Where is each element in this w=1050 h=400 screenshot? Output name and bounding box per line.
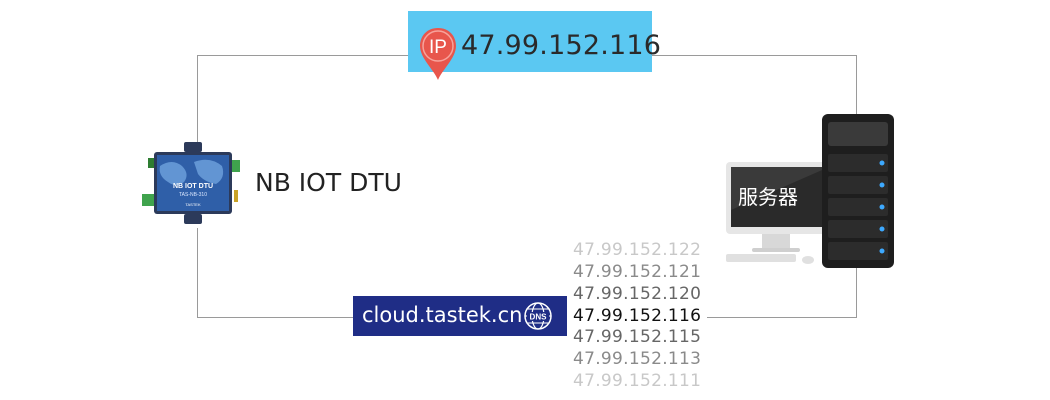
location-pin-icon: IP bbox=[420, 28, 456, 80]
bottom-connector-left bbox=[197, 317, 354, 318]
dtu-model-text: TAS-NB-310 bbox=[179, 192, 207, 198]
dns-globe-icon: DNS bbox=[524, 302, 552, 330]
ip-pin-label: IP bbox=[429, 37, 447, 58]
ip-list-item: 47.99.152.115 bbox=[573, 327, 702, 347]
dtu-device-icon: NB IOT DTU TAS-NB-310 TASTEK bbox=[142, 142, 240, 224]
dns-label: DNS bbox=[530, 313, 548, 322]
ip-address: 47.99.152.116 bbox=[461, 30, 662, 61]
ip-list-item: 47.99.152.122 bbox=[573, 240, 702, 260]
dtu-label: NB IOT DTU bbox=[255, 168, 402, 197]
dtu-body-text: NB IOT DTU bbox=[173, 183, 213, 190]
domain-name: cloud.tastek.cn bbox=[362, 303, 523, 327]
ip-list-item: 47.99.152.121 bbox=[573, 262, 702, 282]
top-connector-right bbox=[652, 55, 857, 56]
ip-list-item: 47.99.152.111 bbox=[573, 371, 702, 391]
left-connector-lower bbox=[197, 228, 198, 318]
dtu-brand-text: TASTEK bbox=[185, 202, 201, 207]
server-screen-text: 服务器 bbox=[738, 185, 798, 209]
ip-list-item: 47.99.152.120 bbox=[573, 284, 702, 304]
top-connector-left bbox=[197, 55, 409, 56]
ip-list-item: 47.99.152.113 bbox=[573, 349, 702, 369]
left-connector-upper bbox=[197, 55, 198, 145]
ip-list-item-active: 47.99.152.116 bbox=[573, 306, 702, 326]
right-connector-upper bbox=[856, 55, 857, 125]
server-icon: 服务器 bbox=[726, 114, 894, 268]
right-connector-lower bbox=[856, 266, 857, 318]
bottom-connector-right bbox=[707, 317, 857, 318]
